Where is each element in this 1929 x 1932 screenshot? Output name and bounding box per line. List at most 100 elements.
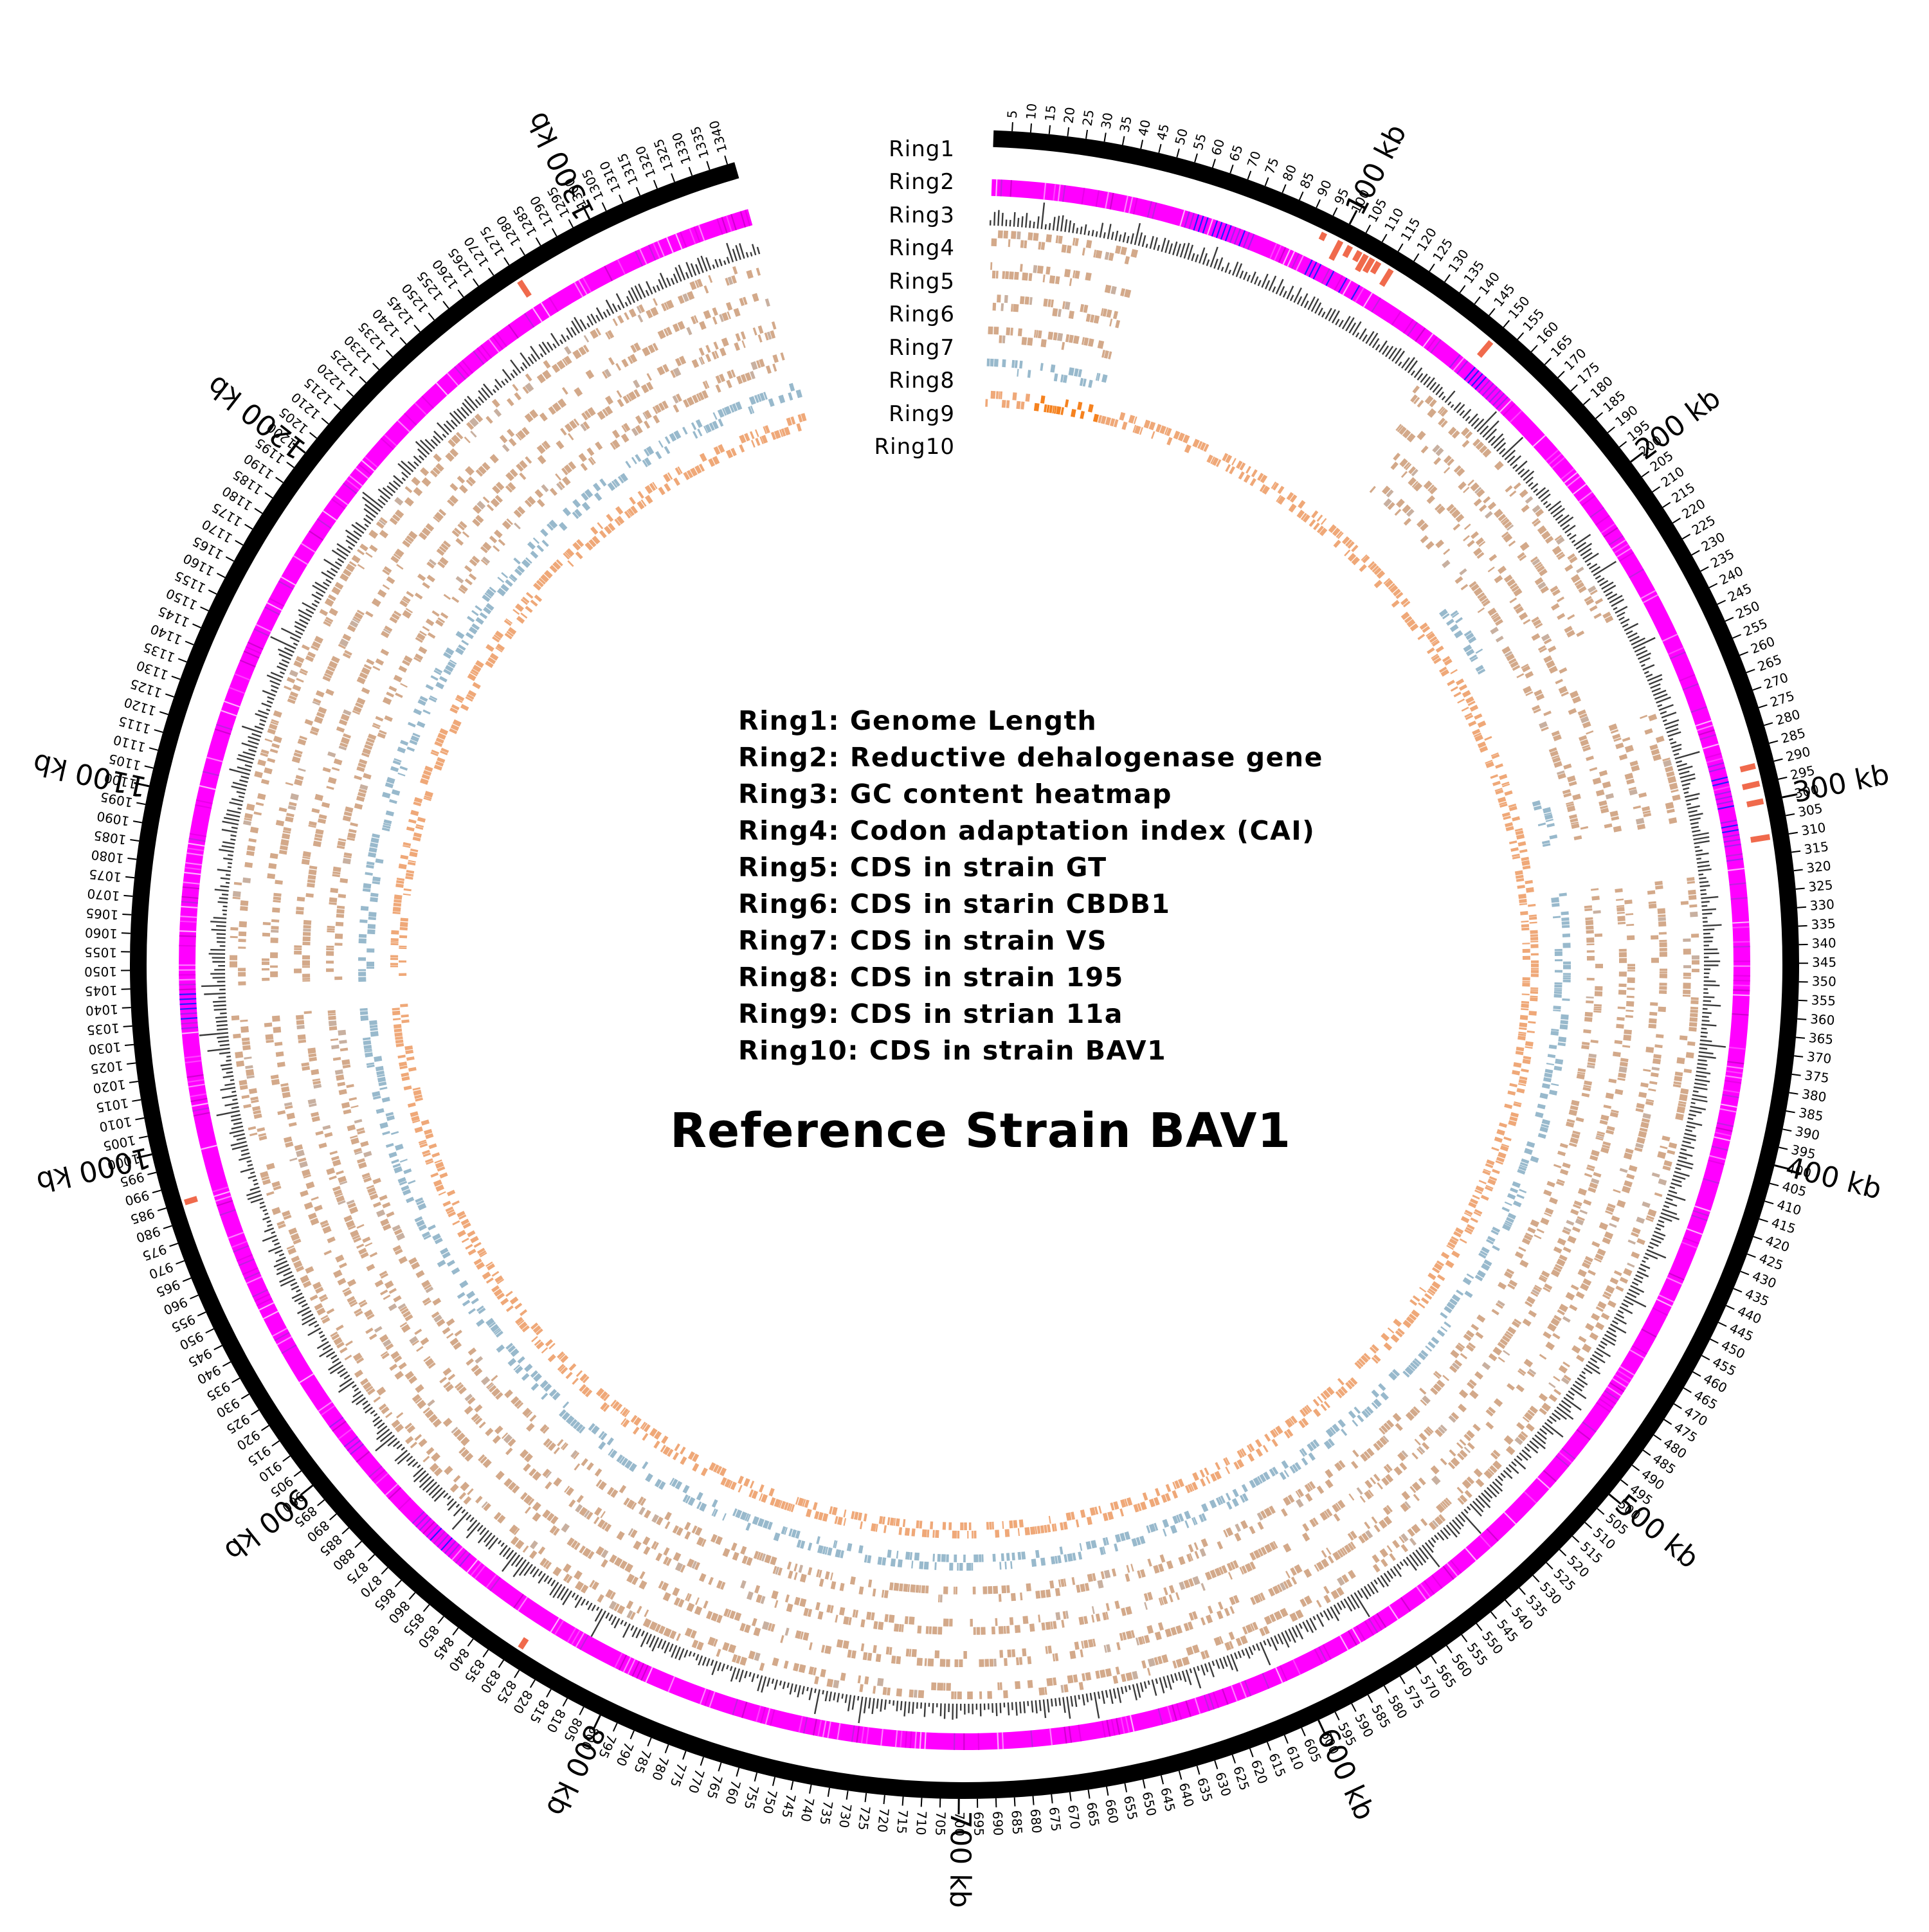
cds-ring5 xyxy=(1003,1690,1008,1698)
cds-ring8 xyxy=(341,1060,350,1065)
cds-ring10 xyxy=(474,1242,482,1248)
cai-bar xyxy=(575,1595,579,1600)
cai-bar xyxy=(302,1304,307,1307)
cds-ring8 xyxy=(1595,934,1602,937)
cds-ring9 xyxy=(451,1267,460,1275)
cai-bar xyxy=(264,1228,274,1232)
cds-ring7 xyxy=(1489,554,1497,562)
cds-ring10 xyxy=(1088,404,1094,412)
cds-ring10 xyxy=(1522,982,1530,986)
cds-ring7 xyxy=(1020,296,1025,305)
cai-bar xyxy=(1242,1650,1245,1656)
cds-ring5 xyxy=(1660,1146,1667,1150)
cds-ring9 xyxy=(1002,359,1006,367)
cds-ring5 xyxy=(1683,983,1690,989)
cds-ring10 xyxy=(935,1530,939,1538)
cds-ring7 xyxy=(1615,889,1623,893)
cai-bar xyxy=(276,1258,285,1262)
cds-ring5 xyxy=(1147,1668,1151,1675)
cds-ring10 xyxy=(1244,474,1251,483)
cai-bar xyxy=(302,1311,311,1316)
cds-ring10 xyxy=(1521,1001,1529,1004)
cds-ring7 xyxy=(1083,1616,1088,1624)
cds-ring8 xyxy=(1038,330,1042,339)
cds-ring5 xyxy=(431,1452,440,1462)
cds-ring10 xyxy=(492,1271,500,1277)
cds-ring10 xyxy=(1309,519,1316,527)
cai-bar xyxy=(693,1653,694,1657)
cai-bar xyxy=(1182,1671,1186,1682)
cds-ring6 xyxy=(712,307,718,316)
cai-bar xyxy=(1061,215,1063,231)
cai-bar xyxy=(1696,1072,1710,1074)
cai-bar xyxy=(1040,1700,1041,1711)
cai-bar xyxy=(1154,237,1157,249)
cds-ring7 xyxy=(448,1374,455,1381)
cds-ring5 xyxy=(772,1657,779,1666)
cai-bar xyxy=(1692,1099,1708,1102)
cai-bar xyxy=(1292,1627,1298,1638)
cds-ring9 xyxy=(370,1028,377,1031)
cds-ring5 xyxy=(1688,890,1696,895)
cai-bar xyxy=(745,1671,747,1678)
cds-ring7 xyxy=(421,1337,430,1346)
cds-ring7 xyxy=(873,1621,878,1629)
cds-ring10 xyxy=(1251,469,1258,478)
cai-bar xyxy=(1694,841,1710,844)
cds-ring7 xyxy=(647,373,652,381)
cds-ring9 xyxy=(1454,630,1463,638)
cds-ring8 xyxy=(1296,1499,1304,1508)
cds-ring7 xyxy=(309,1057,317,1061)
cds-ring10 xyxy=(515,604,524,612)
cds-ring7 xyxy=(772,321,777,330)
cds-ring6 xyxy=(1642,806,1650,811)
cai-bar xyxy=(1388,1571,1393,1578)
cds-ring10 xyxy=(750,431,755,439)
cai-bar xyxy=(826,1691,828,1701)
cds-ring8 xyxy=(1370,486,1376,493)
cds-ring5 xyxy=(979,1692,982,1699)
cds-ring7 xyxy=(388,1303,397,1311)
cds-ring8 xyxy=(354,775,362,781)
cds-ring9 xyxy=(1467,1274,1474,1279)
cds-ring7 xyxy=(1488,566,1495,572)
cds-ring9 xyxy=(954,1555,957,1562)
cds-ring7 xyxy=(866,1612,871,1620)
cds-ring6 xyxy=(1449,1449,1456,1456)
cds-ring7 xyxy=(705,354,711,362)
cds-ring6 xyxy=(1656,1034,1664,1038)
cds-ring5 xyxy=(1000,1683,1002,1690)
cai-bar xyxy=(1129,1685,1130,1690)
cds-ring10 xyxy=(1255,1439,1262,1447)
cds-ring5 xyxy=(239,921,248,928)
cai-bar xyxy=(1647,1250,1666,1258)
cds-ring8 xyxy=(644,1510,651,1519)
cds-ring6 xyxy=(1649,901,1656,904)
cds-ring8 xyxy=(1419,1387,1426,1395)
cds-ring7 xyxy=(617,399,624,407)
cds-ring10 xyxy=(930,1521,933,1529)
cds-ring6 xyxy=(837,1639,844,1648)
cds-ring10 xyxy=(755,429,759,437)
cai-bar xyxy=(363,1401,368,1405)
cds-ring5 xyxy=(1176,1659,1183,1668)
cds-ring8 xyxy=(1577,1074,1585,1080)
cds-ring10 xyxy=(1119,1508,1124,1517)
cds-ring9 xyxy=(1101,374,1108,383)
cai-bar xyxy=(1667,728,1678,732)
cds-ring7 xyxy=(1169,1585,1175,1593)
cds-ring9 xyxy=(406,1196,414,1203)
cds-ring9 xyxy=(1170,1525,1177,1534)
cds-ring8 xyxy=(908,1584,910,1592)
cds-ring5 xyxy=(943,1683,945,1691)
cds-ring10 xyxy=(738,1485,743,1493)
cds-ring10 xyxy=(1478,721,1487,728)
cds-ring8 xyxy=(1201,1539,1208,1548)
cds-ring5 xyxy=(374,1396,381,1403)
cds-ring6 xyxy=(1105,285,1112,294)
cds-ring7 xyxy=(366,1264,375,1272)
cds-ring10 xyxy=(390,955,398,958)
cds-ring6 xyxy=(1611,1216,1620,1222)
cds-ring9 xyxy=(456,631,465,639)
cds-ring5 xyxy=(1192,1645,1200,1654)
